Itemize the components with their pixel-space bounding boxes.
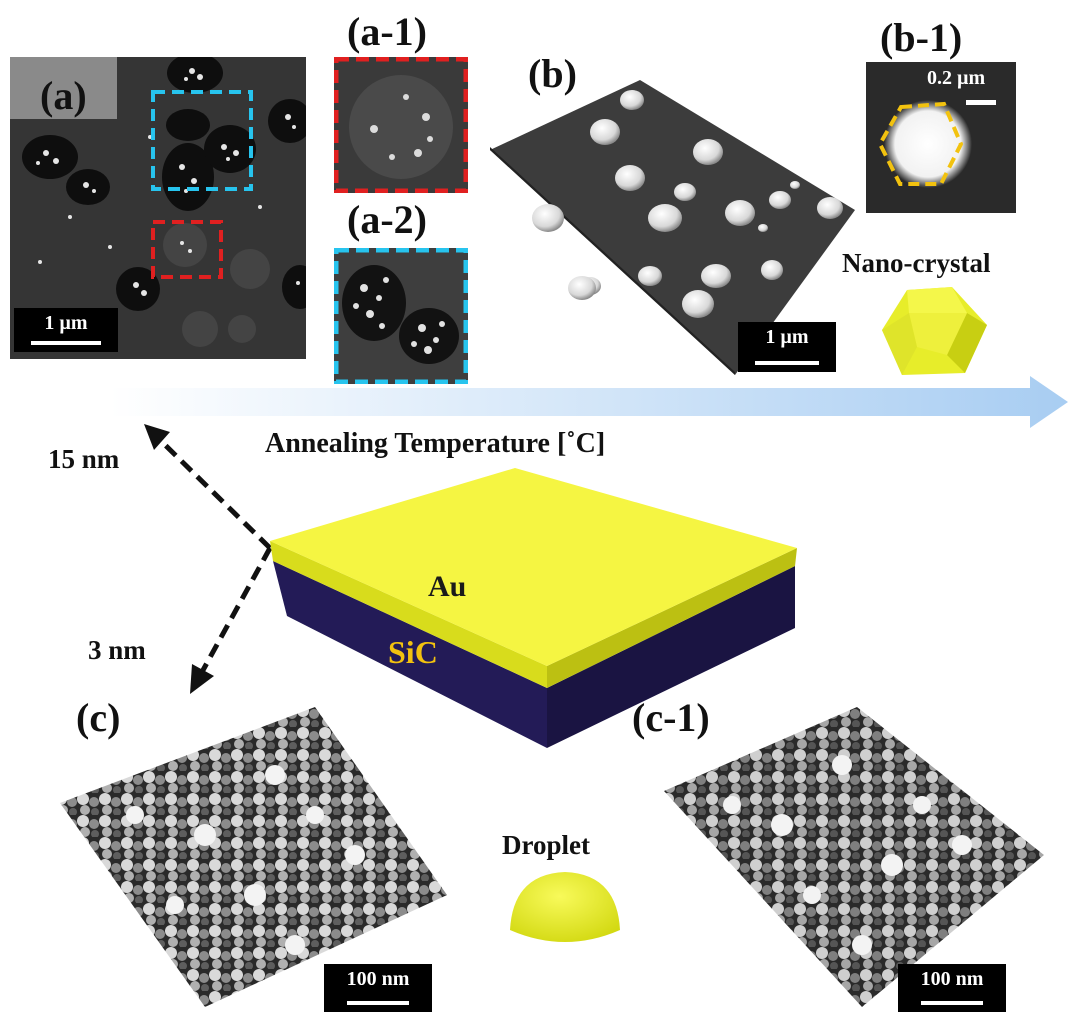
panel-label-c1: (c-1)	[632, 695, 710, 740]
au-layer-label: Au	[428, 570, 467, 603]
scalebar-c-label: 100 nm	[346, 968, 410, 990]
droplet-shape	[510, 872, 620, 942]
scalebar-c: 100 nm	[324, 964, 432, 1012]
thickness-3nm-label: 3 nm	[88, 635, 146, 665]
sem-image-a2	[334, 248, 468, 384]
panel-label-a2: (a-2)	[347, 197, 427, 242]
nano-crystal-label: Nano-crystal	[842, 248, 991, 278]
panel-label-a1: (a-1)	[347, 9, 427, 54]
thickness-arrows	[144, 424, 273, 694]
scalebar-b: 1 µm	[738, 322, 836, 372]
annealing-temperature-arrow	[110, 376, 1068, 428]
annealing-temperature-label: Annealing Temperature [˚C]	[265, 428, 606, 459]
sem-image-b1	[866, 62, 1016, 213]
sem-image-a1	[334, 57, 468, 193]
au-on-sic-substrate	[270, 468, 797, 748]
afm-3d-image-c	[60, 707, 447, 1007]
sic-layer-label: SiC	[388, 634, 438, 670]
thickness-15nm-label: 15 nm	[48, 444, 120, 474]
scalebar-c1-label: 100 nm	[920, 968, 984, 990]
scalebar-a-label: 1 µm	[44, 312, 88, 334]
scalebar-a: 1 µm	[14, 308, 118, 352]
scalebar-c1: 100 nm	[898, 964, 1006, 1012]
panel-label-b1: (b-1)	[880, 15, 963, 60]
droplet-label: Droplet	[502, 830, 590, 860]
scalebar-b1-label: 0.2 µm	[927, 67, 986, 89]
panel-label-c: (c)	[76, 695, 121, 740]
panel-label-a: (a)	[40, 73, 87, 118]
nano-crystal-shape	[882, 287, 987, 375]
afm-3d-image-c1	[664, 707, 1044, 1007]
sem-image-a	[10, 57, 306, 359]
scalebar-b-label: 1 µm	[765, 326, 809, 348]
afm-3d-image-b	[490, 80, 855, 375]
panel-label-b: (b)	[528, 51, 577, 96]
